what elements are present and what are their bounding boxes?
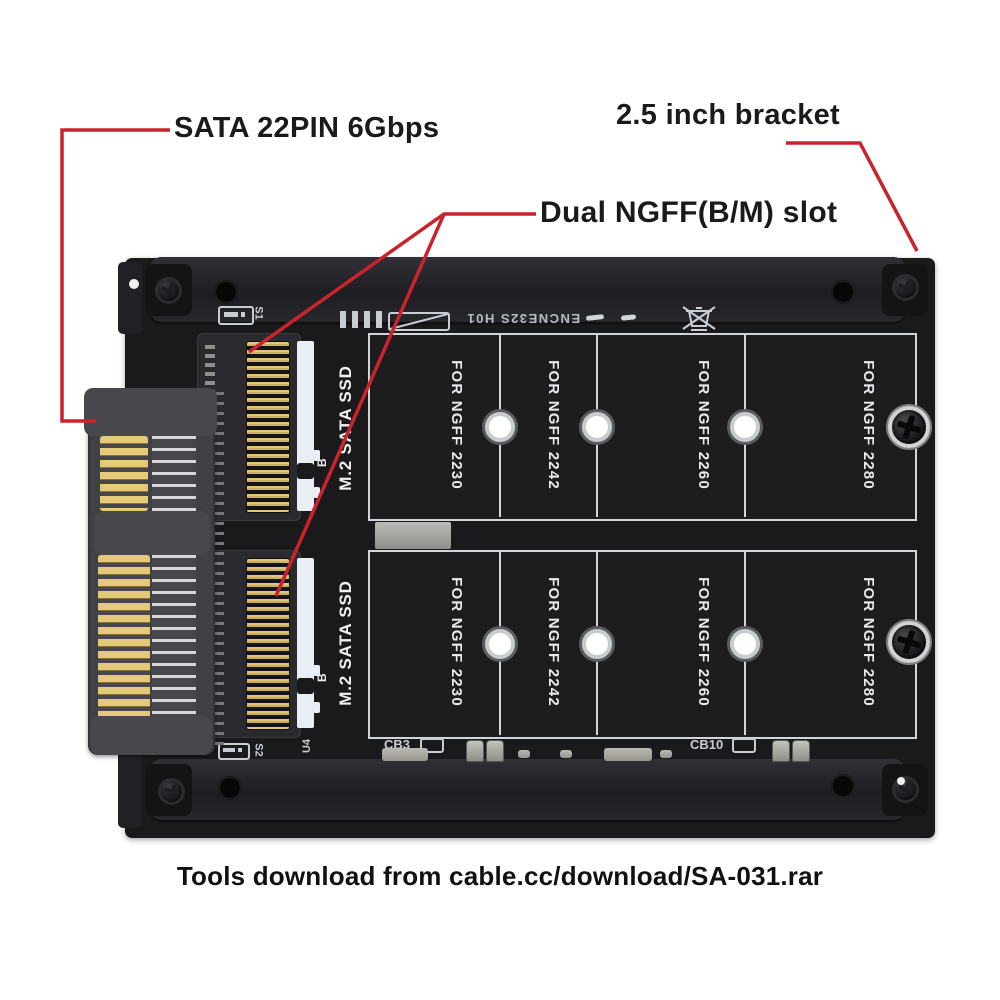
ngff-2242-label: FOR NGFF 2242 <box>545 360 562 490</box>
bracket-mount-hole <box>129 279 139 289</box>
m2-card-guide-strip <box>297 341 314 511</box>
sata-connector-bottom-cap <box>90 716 212 755</box>
standoff-hole-2230 <box>485 412 515 442</box>
strip-key-notch <box>297 678 314 694</box>
standoff-hole-2242 <box>582 629 612 659</box>
sata-connector-key-notch <box>94 511 210 555</box>
m2-gold-pins <box>246 341 290 513</box>
standoff-hole-2260 <box>730 629 760 659</box>
corner-screw <box>155 277 182 304</box>
capacitor <box>772 740 790 762</box>
sata-connector-icon <box>218 306 254 325</box>
sata-power-pins <box>98 555 150 719</box>
sata-connector-icon <box>218 743 250 760</box>
standoff-hole-2242 <box>582 412 612 442</box>
standoff-hole-2260 <box>730 412 760 442</box>
ngff-2260-label: FOR NGFF 2260 <box>695 577 712 707</box>
m2-card-guide-strip <box>297 558 314 728</box>
bracket-bottom-rail <box>150 759 905 820</box>
smd-component <box>560 750 572 758</box>
rail-hole <box>831 280 855 304</box>
sata-power-contacts <box>152 555 196 719</box>
strip-tab <box>313 665 320 676</box>
key-b-label: B <box>315 673 329 682</box>
silk-ref-cb10: CB10 <box>690 737 724 752</box>
through-hole-pins <box>212 392 224 748</box>
bracket-label: 2.5 inch bracket <box>616 99 841 131</box>
ngff-2280-label: FOR NGFF 2280 <box>860 577 877 707</box>
bracket-left-plate-bottom <box>118 748 142 828</box>
ngff-2280-label: FOR NGFF 2280 <box>860 360 877 490</box>
m2-sata-ssd-label: M.2 SATA SSD <box>336 580 355 706</box>
solder-pad <box>375 522 451 549</box>
silk-ref-s2: S2 <box>252 743 265 757</box>
corner-screw <box>892 274 919 301</box>
rail-hole <box>214 280 238 304</box>
dual-ngff-slot-label: Dual NGFF(B/M) slot <box>540 196 838 229</box>
capacitor-outline-icon <box>420 738 444 753</box>
capacitor <box>486 740 504 762</box>
smd-component <box>518 750 530 758</box>
smd-component <box>604 748 652 761</box>
sata-22pin-label: SATA 22PIN 6Gbps <box>174 112 440 144</box>
pin-header-icon <box>340 311 382 328</box>
silk-ref-s1: S1 <box>252 306 265 320</box>
capacitor-outline-icon <box>732 738 756 753</box>
strip-key-notch <box>297 463 314 479</box>
smd-component <box>660 750 672 758</box>
diagonal-marking-icon <box>388 312 450 331</box>
weee-crossed-bin-icon <box>682 306 716 331</box>
standoff-hole-2230 <box>485 629 515 659</box>
rail-hole <box>831 774 855 798</box>
smd-component <box>382 748 428 761</box>
key-b-label: B <box>315 458 329 467</box>
capacitor <box>792 740 810 762</box>
mount-screw-2280 <box>888 621 930 663</box>
silk-model-text-mirrored: ENCNE32S H01 <box>465 311 581 326</box>
caption-text: Tools download from cable.cc/download/SA… <box>176 861 824 891</box>
pcb-fiducial-dot <box>897 777 905 785</box>
silk-ref-u4: U4 <box>301 738 314 754</box>
ngff-2260-label: FOR NGFF 2260 <box>695 360 712 490</box>
ngff-2230-label: FOR NGFF 2230 <box>448 360 465 490</box>
ngff-2242-label: FOR NGFF 2242 <box>545 577 562 707</box>
m2-gold-pins <box>246 558 290 730</box>
ngff-2230-label: FOR NGFF 2230 <box>448 577 465 707</box>
mount-screw-2280 <box>888 406 930 448</box>
m2-sata-ssd-label: M.2 SATA SSD <box>336 365 355 491</box>
corner-screw <box>158 778 185 805</box>
sata-data-contacts <box>152 436 196 511</box>
capacitor <box>466 740 484 762</box>
strip-tab <box>313 487 320 498</box>
rail-hole <box>218 776 242 800</box>
bracket-left-plate-top <box>118 262 142 334</box>
sata-data-pins <box>100 436 148 511</box>
sata-connector-top-cap <box>84 388 217 436</box>
strip-tab <box>313 702 320 713</box>
corner-screw <box>892 776 919 803</box>
